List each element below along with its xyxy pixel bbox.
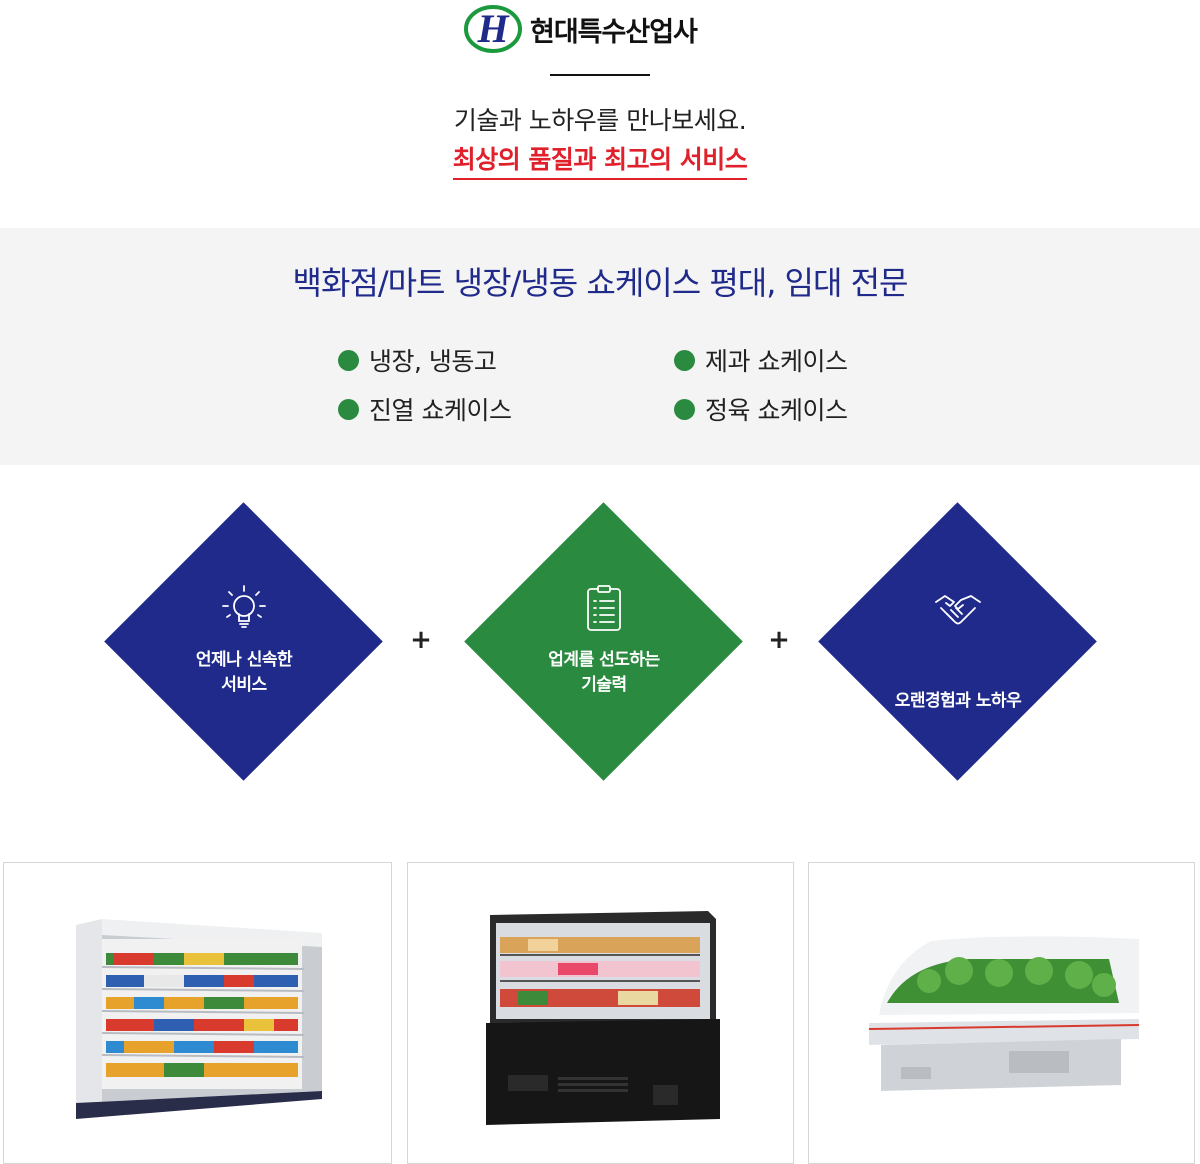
clipboard-icon — [579, 583, 629, 633]
brand-logo[interactable]: H 현대특수산업사 — [464, 4, 698, 54]
specialty-item-label: 제과 쇼케이스 — [705, 347, 848, 376]
feature-label: 오랜경험과 노하우 — [894, 691, 1022, 711]
bullet-dot-icon — [674, 398, 695, 420]
feature-label: 언제나 신속한 서비스 — [195, 650, 293, 695]
handshake-icon — [933, 588, 983, 638]
specialty-item-label: 진열 쇼케이스 — [369, 396, 512, 425]
plus-separator: + — [410, 625, 432, 655]
produce-showcase-image — [868, 936, 1140, 1091]
product-card-multideck[interactable] — [3, 862, 392, 1164]
specialty-item: 정육 쇼케이스 — [674, 391, 848, 427]
title-divider — [550, 74, 650, 76]
highlight-wrap: 최상의 품질과 최고의 서비스 — [0, 140, 1200, 180]
tagline: 기술과 노하우를 만나보세요. — [453, 106, 747, 135]
features-section: 언제나 신속한 서비스 + — [0, 465, 1200, 835]
plus-separator: + — [768, 625, 790, 655]
bakery-showcase-image — [486, 911, 720, 1125]
brand-name: 현대특수산업사 — [530, 16, 698, 48]
lightbulb-icon — [219, 583, 269, 633]
specialty-item: 진열 쇼케이스 — [338, 391, 512, 427]
feature-experience: 오랜경험과 노하우 — [818, 502, 1097, 781]
specialty-item: 제과 쇼케이스 — [674, 342, 848, 378]
bullet-dot-icon — [338, 398, 359, 420]
feature-label: 업계를 선도하는 기술력 — [548, 650, 660, 695]
product-card-produce[interactable] — [808, 862, 1195, 1164]
specialty-item-label: 정육 쇼케이스 — [705, 396, 848, 425]
multideck-refrigerator-image — [76, 919, 322, 1119]
feature-technology: 업계를 선도하는 기술력 — [464, 502, 743, 781]
bullet-dot-icon — [674, 349, 695, 371]
specialty-title: 백화점/마트 냉장/냉동 쇼케이스 평대, 임대 전문 — [292, 264, 909, 302]
highlight-text: 최상의 품질과 최고의 서비스 — [452, 140, 748, 180]
specialty-item-label: 냉장, 냉동고 — [369, 347, 497, 376]
bullet-dot-icon — [338, 349, 359, 371]
svg-text:H: H — [476, 6, 510, 51]
feature-fast-service: 언제나 신속한 서비스 — [104, 502, 383, 781]
header-section: H 현대특수산업사 기술과 노하우를 만나보세요. 최상의 품질과 최고의 서비… — [0, 0, 1200, 228]
products-section — [0, 862, 1200, 1164]
specialty-section: 백화점/마트 냉장/냉동 쇼케이스 평대, 임대 전문 냉장, 냉동고 제과 쇼… — [0, 228, 1200, 465]
specialty-item: 냉장, 냉동고 — [338, 342, 497, 378]
product-card-bakery[interactable] — [407, 862, 794, 1164]
logo-mark-icon: H — [464, 4, 522, 54]
